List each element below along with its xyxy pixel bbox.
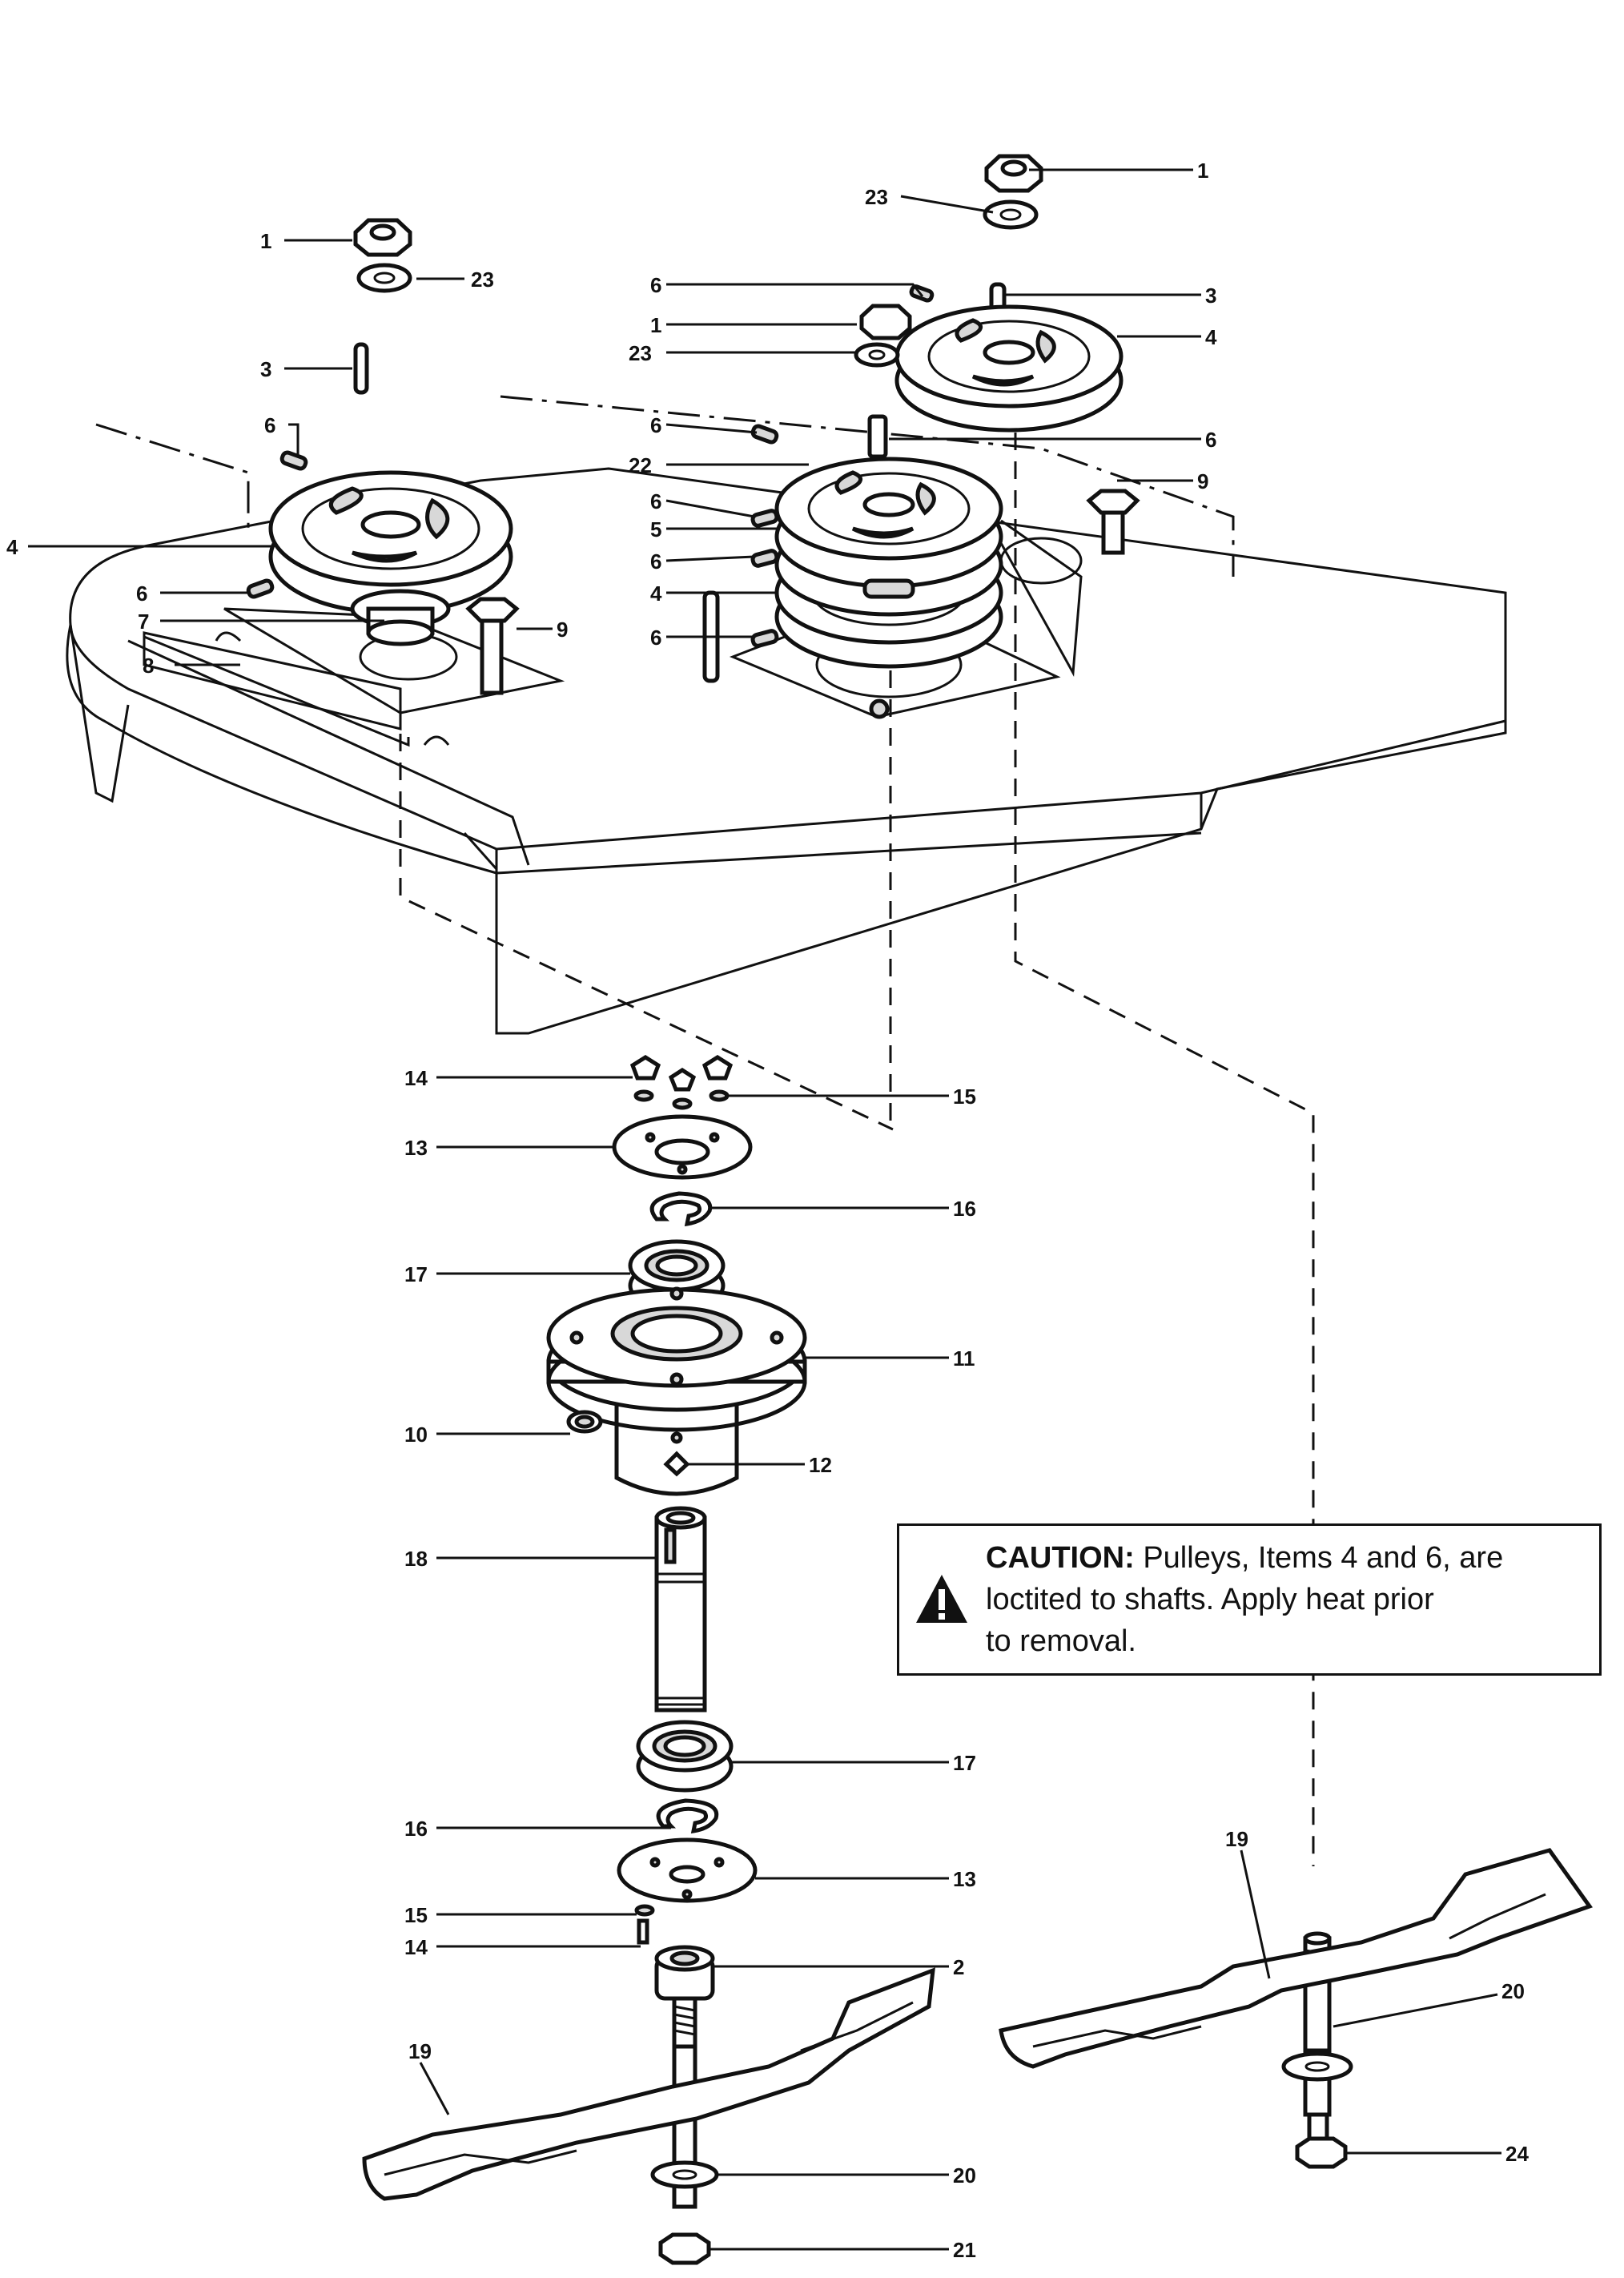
lower-bearing [636, 1720, 734, 1793]
callout-4: 4 [1205, 325, 1217, 349]
callout-1: 1 [1197, 159, 1208, 183]
grease-fitting [566, 1410, 603, 1434]
callout-24: 24 [1505, 2142, 1529, 2166]
right-stacked-pulleys [702, 457, 1003, 683]
callout-6: 6 [650, 626, 661, 650]
warning-triangle-icon [916, 1575, 967, 1623]
callout-4: 4 [6, 535, 18, 559]
callout-6: 6 [650, 413, 661, 437]
callout-2: 2 [953, 1955, 964, 1979]
callout-23: 23 [865, 185, 888, 209]
callout-20: 20 [1501, 1979, 1525, 2003]
left-blade-hex-nut [658, 2232, 711, 2265]
caution-line-3: to removal. [986, 1624, 1136, 1658]
callout-5: 5 [650, 517, 661, 541]
left-blade [362, 1967, 935, 2201]
callout-13: 13 [404, 1136, 428, 1160]
right-bolt [1086, 489, 1140, 555]
top-screws [629, 1055, 734, 1110]
callout-23: 23 [471, 268, 494, 292]
callout-10: 10 [404, 1423, 428, 1447]
callout-4: 4 [650, 582, 662, 606]
mower-deck-housing [66, 395, 1507, 1035]
left-pulley [268, 470, 513, 646]
caution-line-1: CAUTION: Pulleys, Items 4 and 6, are [986, 1537, 1503, 1579]
callout-9: 9 [1197, 469, 1208, 493]
callout-14: 14 [404, 1935, 428, 1959]
leader-lines [28, 168, 1501, 2251]
callout-23: 23 [629, 341, 652, 365]
right-blade [999, 1848, 1593, 2069]
upper-bearing-retainer [612, 1114, 753, 1180]
callout-20: 20 [953, 2163, 976, 2187]
callout-7: 7 [138, 610, 149, 634]
upper-snap-ring [649, 1191, 713, 1227]
callout-9: 9 [557, 618, 568, 642]
right-blade-washer [1281, 2051, 1353, 2082]
callout-1: 1 [260, 229, 271, 253]
callout-3: 3 [260, 357, 271, 381]
blade-adapter [654, 1945, 715, 2001]
spindle-housing [546, 1286, 807, 1496]
spindle-shaft [654, 1506, 707, 1713]
left-key-pin [353, 342, 369, 395]
left-small-key [246, 450, 308, 599]
callout-15: 15 [953, 1085, 976, 1109]
caution-note: CAUTION: Pulleys, Items 4 and 6, are loc… [897, 1523, 1602, 1676]
lower-screw [634, 1904, 655, 1945]
lower-snap-ring [656, 1798, 719, 1834]
caution-heading: CAUTION: [986, 1541, 1135, 1575]
callout-numbers: 1 23 3 6 4 6 7 8 9 1 23 6 1 23 3 4 6 6 2… [6, 159, 1529, 2262]
callout-1: 1 [650, 313, 661, 337]
callout-16: 16 [953, 1197, 976, 1221]
top-right-lock-washer [983, 199, 1039, 230]
callout-12: 12 [809, 1453, 832, 1477]
right-blade-hex-nut [1295, 2112, 1348, 2169]
callout-17: 17 [404, 1262, 428, 1286]
callout-6: 6 [650, 549, 661, 574]
caution-text: CAUTION: Pulleys, Items 4 and 6, are loc… [986, 1537, 1503, 1662]
right-rear-pulley [894, 282, 1124, 433]
callout-8: 8 [143, 654, 154, 678]
callout-6: 6 [1205, 428, 1216, 452]
lower-bearing-retainer [617, 1837, 758, 1903]
callout-3: 3 [1205, 284, 1216, 308]
callout-19: 19 [408, 2039, 432, 2063]
callout-6: 6 [136, 582, 147, 606]
caution-line-1-text: Pulleys, Items 4 and 6, are [1134, 1541, 1504, 1575]
left-mount-bracket [143, 631, 450, 746]
left-bolt [465, 597, 520, 695]
callout-11: 11 [953, 1346, 975, 1370]
left-blade-washer [650, 2160, 719, 2189]
callout-6: 6 [264, 413, 275, 437]
left-lock-washer [356, 263, 412, 293]
callout-14: 14 [404, 1066, 428, 1090]
blade-bolt-left [672, 1996, 697, 2209]
callout-16: 16 [404, 1817, 428, 1841]
top-right-hex-nut [984, 154, 1043, 193]
callout-13: 13 [953, 1867, 976, 1891]
callout-6: 6 [650, 489, 661, 513]
callout-22: 22 [629, 453, 652, 477]
callout-21: 21 [953, 2238, 976, 2262]
callout-18: 18 [404, 1547, 428, 1571]
middle-lock-washer [854, 342, 900, 368]
callout-19: 19 [1225, 1827, 1248, 1851]
callout-15: 15 [404, 1903, 428, 1927]
callout-17: 17 [953, 1751, 976, 1775]
callout-6: 6 [650, 273, 661, 297]
caution-line-2: loctited to shafts. Apply heat prior [986, 1583, 1434, 1616]
left-hex-nut [353, 218, 412, 257]
alignment-lines [399, 433, 1315, 1866]
middle-hex-nut [859, 304, 912, 340]
